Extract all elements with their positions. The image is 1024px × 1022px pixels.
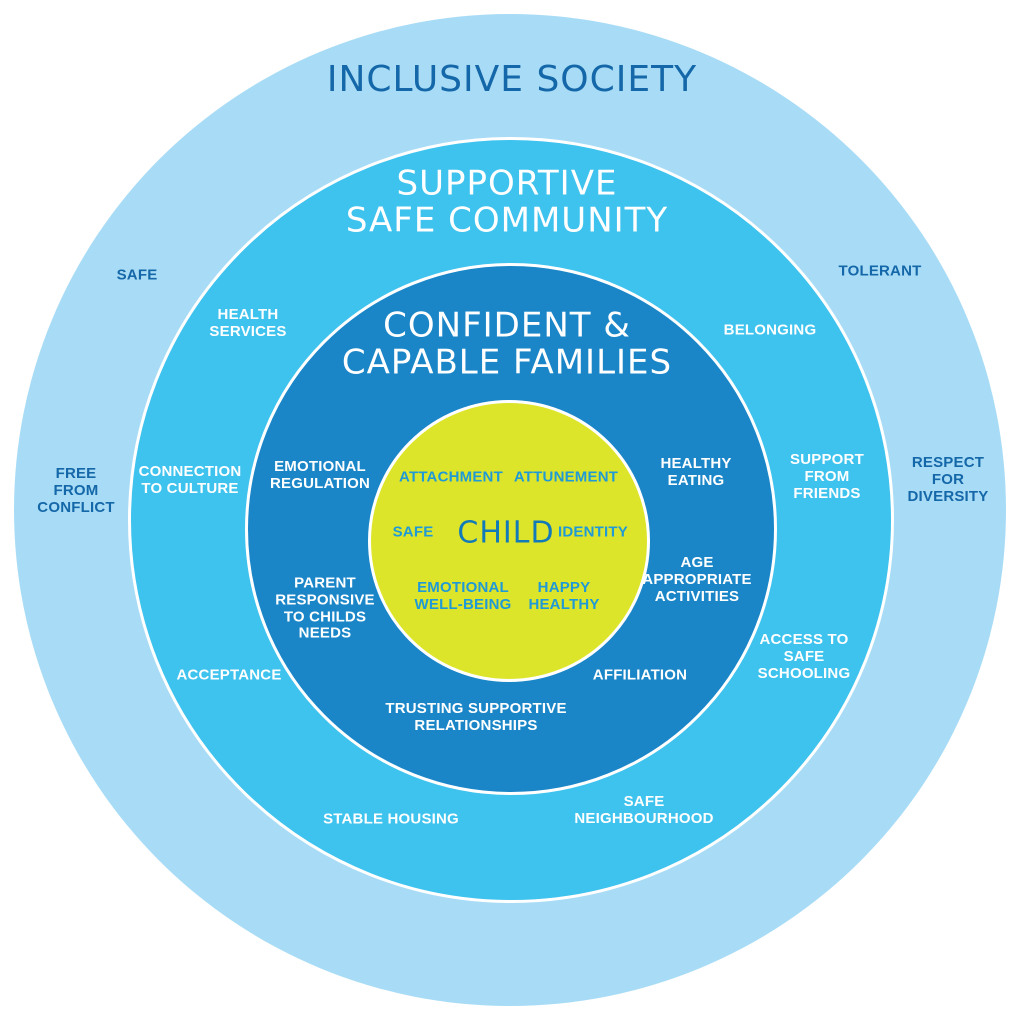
child-title: CHILD (457, 515, 555, 551)
label-affiliation: AFFILIATION (592, 666, 688, 684)
label-trusting-supportive-relationships: TRUSTING SUPPORTIVE RELATIONSHIPS (385, 700, 567, 734)
label-respect-for-diversity: RESPECT FOR DIVERSITY (907, 453, 989, 505)
label-parent-responsive: PARENT RESPONSIVE TO CHILDS NEEDS (275, 574, 375, 642)
child-core-circle (368, 400, 650, 682)
label-emotional-regulation: EMOTIONAL REGULATION (269, 458, 371, 492)
label-healthy-eating: HEALTHY EATING (660, 455, 732, 489)
label-free-from-conflict: FREE FROM CONFLICT (37, 464, 115, 516)
label-belonging: BELONGING (723, 321, 817, 339)
inclusive-society-title: INCLUSIVE SOCIETY (326, 59, 698, 101)
label-acceptance: ACCEPTANCE (176, 666, 282, 684)
label-identity: IDENTITY (558, 523, 628, 541)
label-support-from-friends: SUPPORT FROM FRIENDS (790, 450, 864, 502)
label-age-appropriate-activities: AGE APPROPRIATE ACTIVITIES (642, 553, 752, 605)
label-health-services: HEALTH SERVICES (209, 306, 287, 340)
label-safe-outer: SAFE (116, 266, 158, 284)
label-attunement: ATTUNEMENT (513, 468, 619, 486)
label-access-to-safe-schooling: ACCESS TO SAFE SCHOOLING (757, 630, 851, 682)
label-attachment: ATTACHMENT (399, 468, 503, 486)
label-happy-healthy: HAPPY HEALTHY (528, 579, 600, 613)
label-tolerant: TOLERANT (838, 262, 922, 280)
label-safe-core: SAFE (392, 523, 434, 541)
supportive-community-title: SUPPORTIVE SAFE COMMUNITY (345, 163, 669, 241)
label-connection-to-culture: CONNECTION TO CULTURE (138, 463, 242, 497)
capable-families-title: CONFIDENT & CAPABLE FAMILIES (341, 305, 673, 383)
label-stable-housing: STABLE HOUSING (323, 810, 459, 828)
label-safe-neighbourhood: SAFE NEIGHBOURHOOD (574, 793, 714, 827)
label-emotional-wellbeing: EMOTIONAL WELL-BEING (414, 579, 512, 613)
